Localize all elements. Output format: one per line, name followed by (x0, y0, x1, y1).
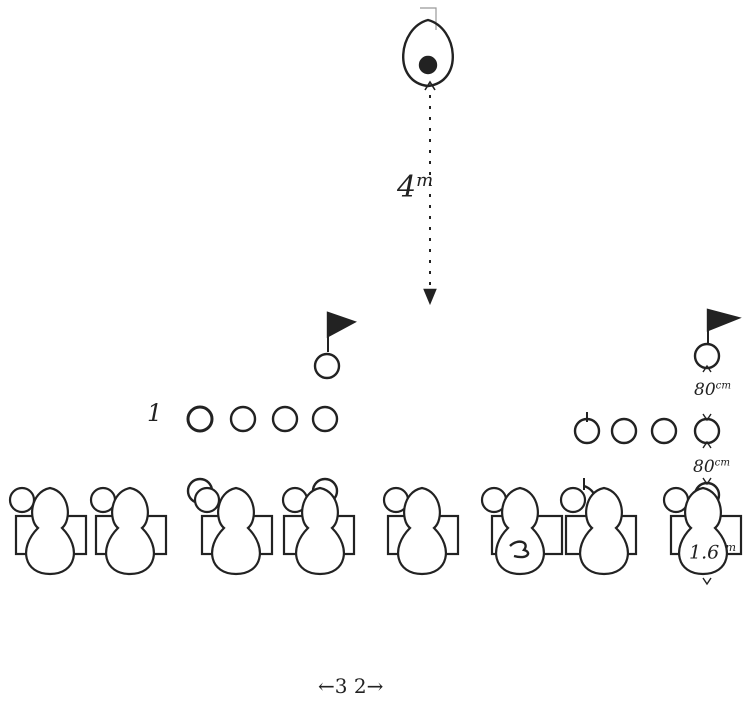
student-desk-5 (382, 486, 460, 576)
student-row (8, 486, 743, 576)
spacing-label-80cm-upper: 80cm (694, 380, 732, 400)
student-desk-8 (662, 486, 743, 576)
measure-arrows (702, 364, 712, 586)
student-desk-1 (8, 486, 88, 576)
distance-label-4m: 4m (397, 170, 434, 205)
student-desk-7 (559, 486, 638, 576)
spacing-label-80cm-lower: 80cm (693, 457, 731, 477)
student-desk-3 (193, 486, 274, 576)
distance-line-4m (423, 80, 437, 306)
spacing-label-1-6m: 1.6 m (689, 540, 737, 564)
bottom-width-label: ←3 2→ (318, 674, 384, 698)
student-desk-2 (89, 486, 168, 576)
row-marker-label: 1 (147, 399, 163, 427)
left-formation (186, 352, 341, 505)
flag-left (326, 311, 357, 352)
student-desk-6 (480, 486, 564, 576)
flag-right (706, 308, 742, 344)
instructor-figure (402, 7, 454, 88)
right-formation (573, 342, 721, 513)
student-desk-4 (281, 486, 356, 576)
